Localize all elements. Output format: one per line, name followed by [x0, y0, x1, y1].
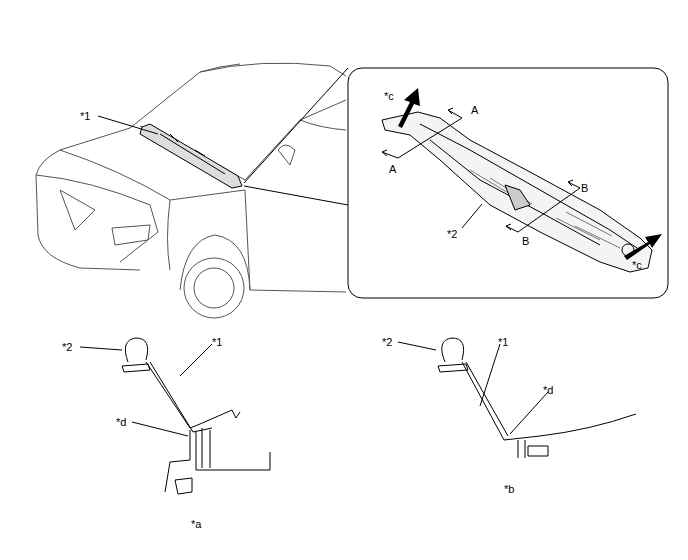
callout-label: *c	[632, 259, 642, 271]
callout-label: A	[389, 163, 396, 175]
callout-label: *d	[116, 416, 126, 428]
callout-label: *2	[382, 336, 392, 348]
callout-label: B	[522, 235, 529, 247]
callout-label: A	[471, 104, 478, 116]
callout-label: *c	[384, 90, 394, 102]
callout-label: *d	[543, 384, 553, 396]
cowl-louver-detail	[382, 112, 652, 272]
section-b	[438, 338, 636, 458]
section-line	[382, 108, 580, 232]
removal-arrow	[398, 88, 662, 260]
car-outline	[36, 63, 346, 318]
callout-label: *1	[498, 336, 508, 348]
callout-label: *b	[504, 483, 514, 495]
callout-label: *1	[212, 336, 222, 348]
callout-label: *1	[80, 110, 90, 122]
inset-link-line	[244, 68, 348, 205]
leader-line	[80, 116, 548, 436]
callout-label: *a	[191, 518, 201, 530]
callout-label: B	[581, 182, 588, 194]
callout-label: *2	[62, 341, 72, 353]
callout-label: *2	[447, 228, 457, 240]
inset-frame	[348, 68, 668, 298]
section-a	[122, 338, 270, 494]
